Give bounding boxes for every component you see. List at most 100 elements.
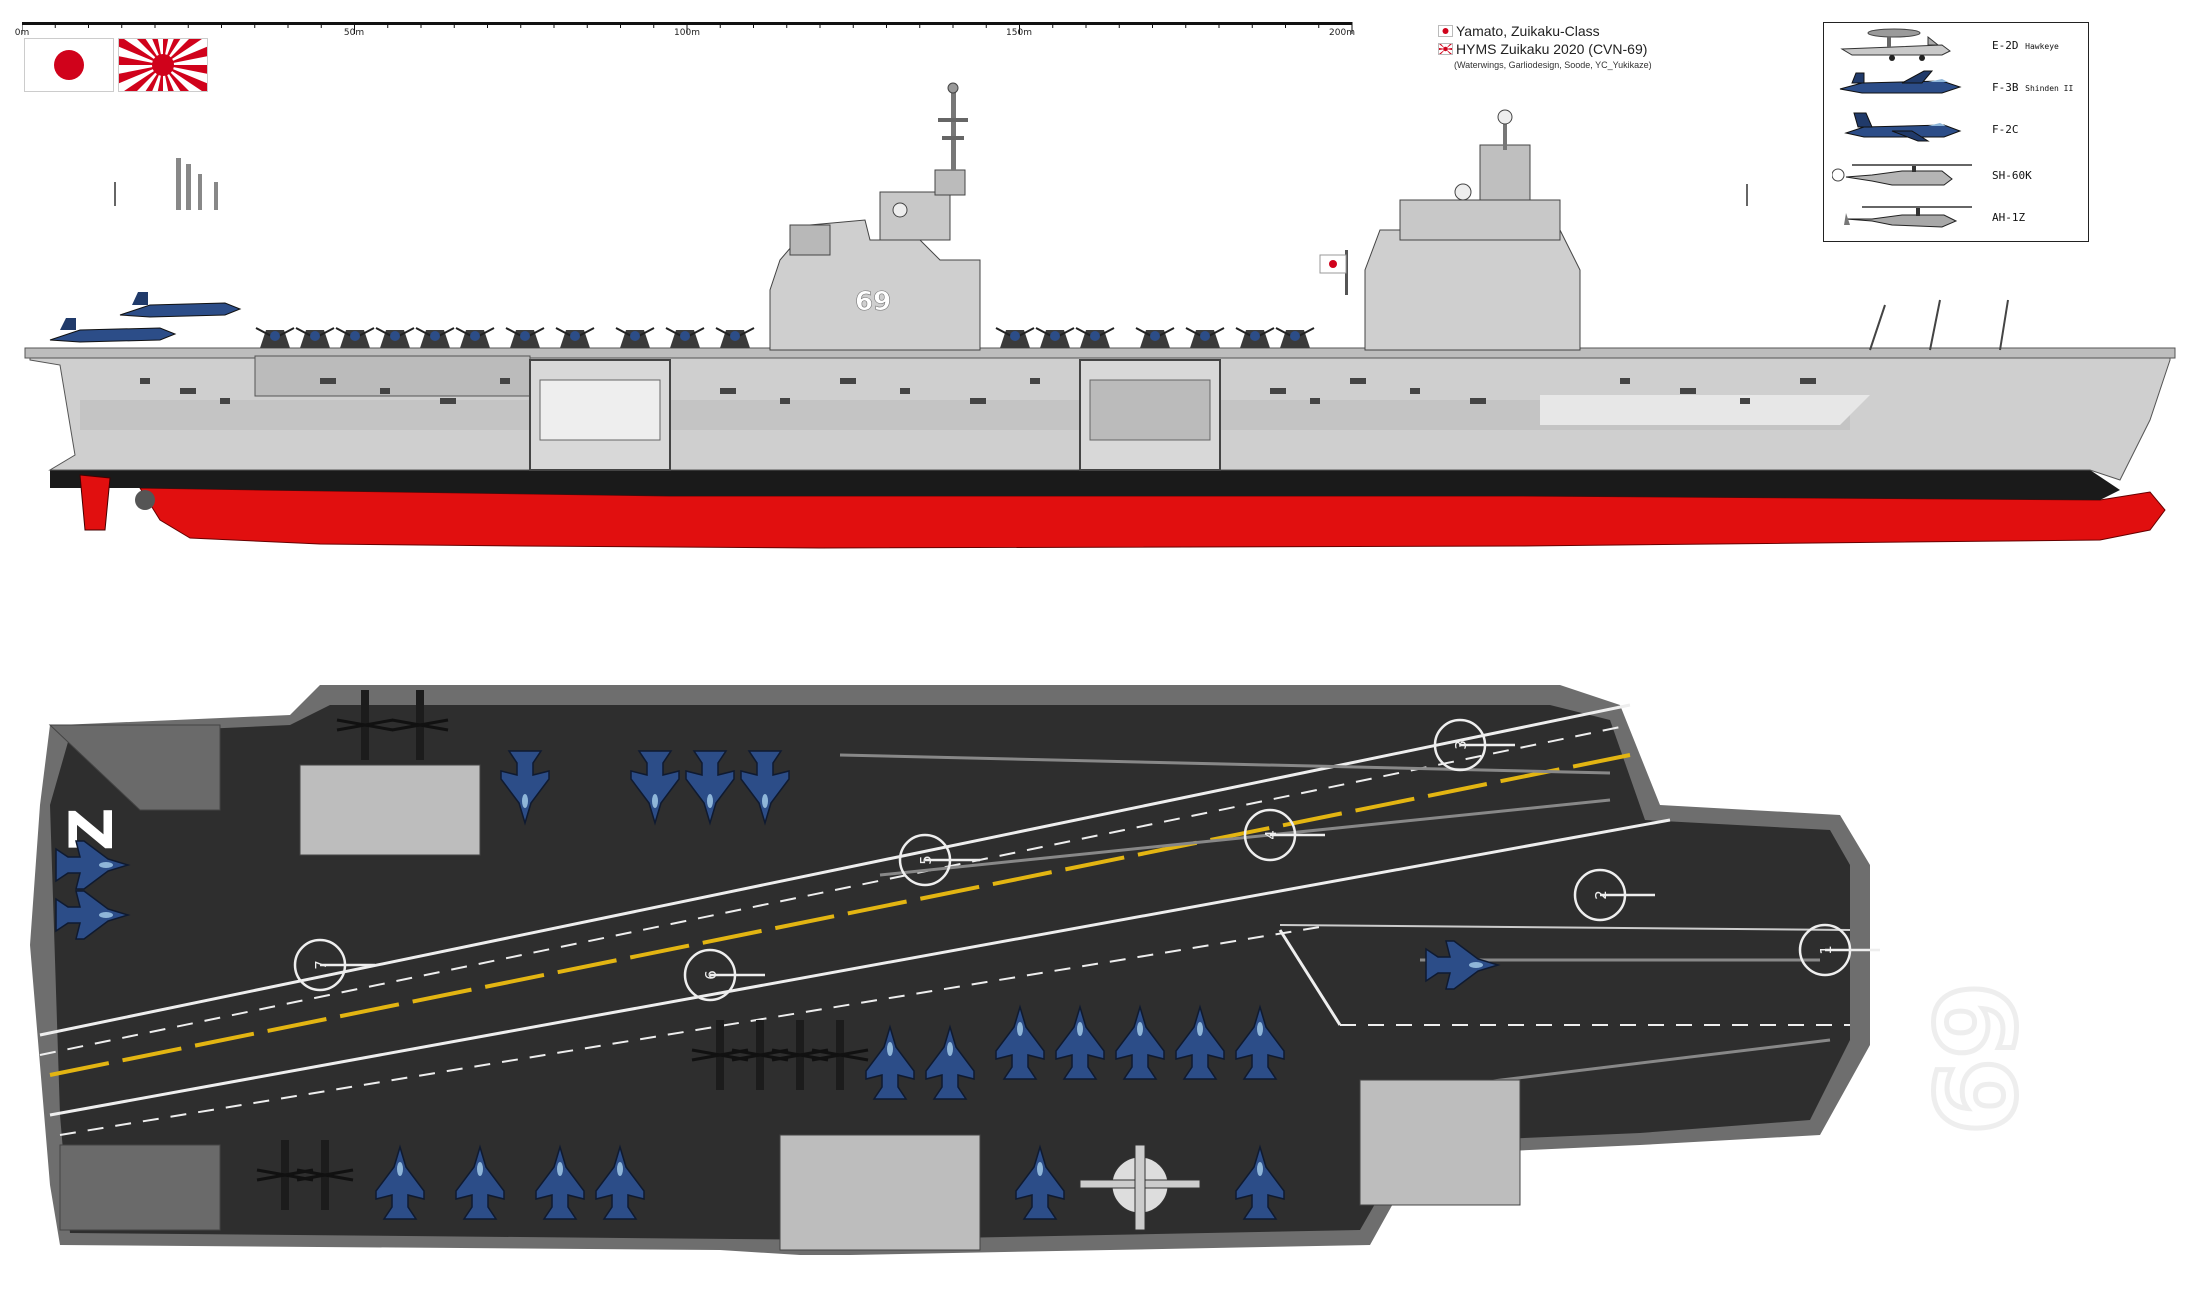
- aft-island-body: [1364, 229, 1581, 351]
- japan-flag: [24, 38, 114, 92]
- hull-opening: [780, 398, 790, 404]
- landing-spot-number: 7: [312, 960, 330, 970]
- jet-top: [630, 750, 680, 826]
- folded-aircraft-side: [665, 327, 705, 348]
- jet-top: [1055, 1004, 1105, 1080]
- jet-top: [925, 1024, 975, 1100]
- folded-aircraft-side: [295, 327, 335, 348]
- sun-disc: [152, 54, 174, 76]
- title-line-ship: HYMS Zuikaku 2020 (CVN-69): [1438, 40, 1818, 58]
- deck-letter-marking: Z: [57, 807, 127, 851]
- folded-aircraft-side: [1185, 327, 1225, 348]
- angled-deck-markings: [39, 703, 1851, 1136]
- jet-top: [1425, 940, 1501, 990]
- scale-bar: 0m 50m 100m 150m 200m: [15, 22, 1357, 52]
- elevator-pad-1: [779, 1134, 981, 1251]
- hull-opening: [1740, 398, 1750, 404]
- main-mast: [951, 90, 956, 170]
- landing-spot-number: 4: [1262, 830, 1280, 840]
- jet-top: [595, 1144, 645, 1220]
- folded-aircraft-side: [615, 327, 655, 348]
- scale-label-200: 200m: [1329, 28, 1355, 38]
- jet-top: [1015, 1144, 1065, 1220]
- aft-bridge: [1399, 199, 1561, 241]
- jet-top: [1235, 1004, 1285, 1080]
- legend-item-sh60k: SH-60K: [1832, 157, 2082, 193]
- landing-spot: 4: [1243, 808, 1325, 862]
- e2d-top: [1079, 1144, 1201, 1231]
- legend-e2d-sub: Hawkeye: [2025, 42, 2059, 51]
- folded-aircraft-side: [995, 327, 1035, 348]
- folded-aircraft-side: [375, 327, 415, 348]
- sponson-left: [254, 355, 531, 397]
- scale-label-100: 100m: [674, 28, 700, 38]
- jet-top: [55, 840, 131, 890]
- legend-f2c-label: F-2C: [1992, 123, 2019, 136]
- helicopter-top: [811, 1020, 869, 1090]
- folded-aircraft-side: [715, 327, 755, 348]
- legend-e2d-main: E-2D: [1992, 39, 2019, 52]
- hull-details: [140, 378, 1816, 404]
- elevator-door-1: [539, 379, 661, 441]
- hull-opening: [440, 398, 456, 404]
- helo-spot-aft: [299, 764, 481, 856]
- landing-spot: 2: [1573, 868, 1655, 922]
- aft-mast: [1503, 120, 1507, 150]
- jet-on-elevator-side: [119, 292, 242, 318]
- folded-aircraft-side: [1275, 327, 1315, 348]
- rudder: [79, 474, 111, 531]
- jet-top: [740, 750, 790, 826]
- hull-opening: [970, 398, 986, 404]
- credits-text: (Waterwings, Garliodesign, Soode, YC_Yuk…: [1454, 60, 1652, 70]
- folded-aircraft-side: [1135, 327, 1175, 348]
- aft-radome: [1497, 109, 1513, 125]
- hull-opening: [840, 378, 856, 384]
- helicopter-top: [336, 690, 394, 760]
- landing-spot: 3: [1433, 718, 1515, 772]
- f2c-icon: [1844, 112, 1962, 142]
- folded-aircraft-side: [555, 327, 595, 348]
- scale-label-50: 50m: [343, 28, 365, 38]
- hull-opening: [180, 388, 196, 394]
- ship-name-text: HYMS Zuikaku 2020 (CVN-69): [1456, 41, 1648, 57]
- hull-opening: [1270, 388, 1286, 394]
- helicopter-top: [296, 1140, 354, 1210]
- stern-sponsons: [48, 724, 221, 1231]
- jet-top: [455, 1144, 505, 1220]
- title-block: Yamato, Zuikaku-Class HYMS Zuikaku 2020 …: [1438, 22, 1818, 72]
- hull-opening: [1350, 378, 1366, 384]
- legend-ah1z-label: AH-1Z: [1992, 211, 2026, 224]
- jet-top: [865, 1024, 915, 1100]
- ensign-sun: [1329, 260, 1337, 268]
- scale-label-0: 0m: [14, 28, 30, 38]
- legend-item-ah1z: AH-1Z: [1832, 199, 2082, 235]
- helicopter-top: [391, 690, 449, 760]
- ship-class-text: Yamato, Zuikaku-Class: [1456, 23, 1600, 39]
- legend-sh60k-label: SH-60K: [1992, 169, 2032, 182]
- island-hull-number: 69: [855, 287, 891, 317]
- mast-yard-1: [938, 118, 968, 122]
- folded-aircraft-side: [1075, 327, 1115, 348]
- weapon-silhouettes: [114, 158, 218, 210]
- legend-item-f3b: F-3B Shinden II: [1832, 69, 2082, 105]
- island-block: [789, 224, 831, 256]
- bow-flare-panel: [1540, 395, 1870, 425]
- landing-spot-number: 6: [702, 970, 720, 980]
- f3b-shinden-icon: [1839, 70, 1962, 94]
- aft-island: [1319, 109, 1581, 351]
- folded-aircraft-side: [335, 327, 375, 348]
- aircraft-legend: E-2D Hawkeye F-3B Shinden II F-2C SH-60K: [1823, 22, 2089, 242]
- folded-aircraft-side: [415, 327, 455, 348]
- hull-opening: [720, 388, 736, 394]
- side-profile-view: 69: [24, 82, 2176, 549]
- jet-top: [995, 1004, 1045, 1080]
- forward-island: 69: [769, 82, 981, 351]
- hull-opening: [1800, 378, 1816, 384]
- e2d-hawkeye-icon: [1840, 28, 1951, 61]
- mini-japan-flag: [1438, 25, 1453, 37]
- landing-spot-number: 1: [1817, 945, 1835, 955]
- title-line-class: Yamato, Zuikaku-Class: [1438, 22, 1818, 40]
- folded-aircraft-side: [1035, 327, 1075, 348]
- landing-spot: 1: [1798, 923, 1880, 977]
